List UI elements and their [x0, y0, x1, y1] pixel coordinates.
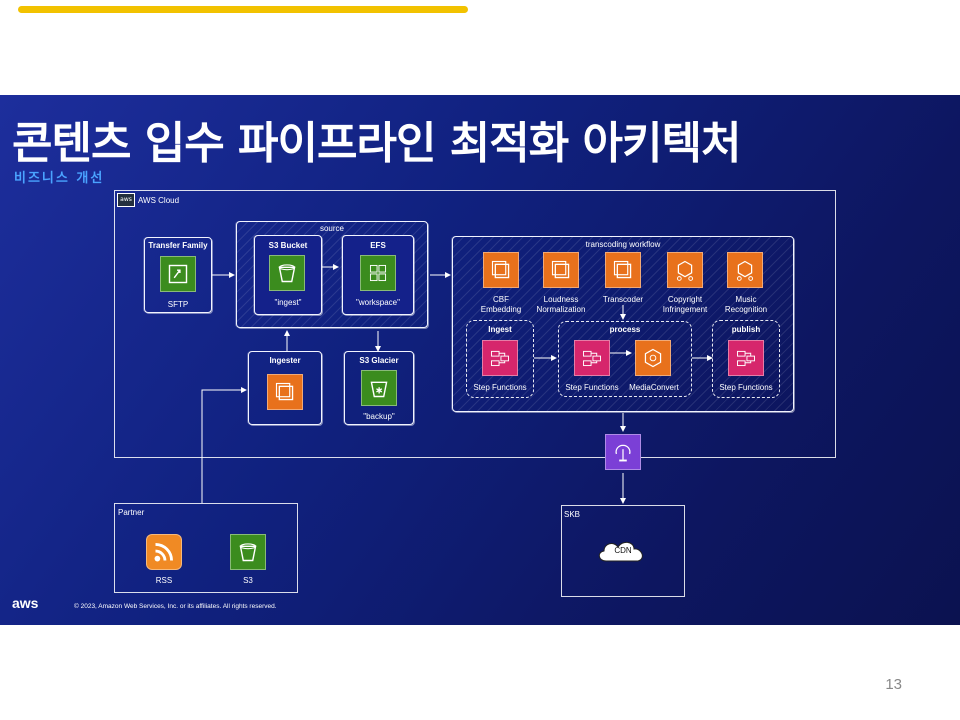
- loudness-normalization-label-2: Normalization: [536, 305, 586, 314]
- aws-logo: aws: [12, 595, 39, 611]
- transcoder-label: Transcoder: [602, 295, 644, 304]
- aws-cloud-badge: aws: [117, 193, 135, 207]
- mediaconvert-icon: [635, 340, 671, 376]
- partner-title: Partner: [118, 508, 145, 517]
- publish-group: [712, 320, 780, 398]
- process-step-functions-icon: [574, 340, 610, 376]
- mediaconvert-label: MediaConvert: [629, 383, 679, 392]
- s3-bucket-label: "ingest": [274, 298, 302, 307]
- ingester-box: [248, 351, 322, 425]
- cbf-embedding-label-1: CBF: [493, 295, 509, 304]
- efs-title: EFS: [370, 241, 386, 250]
- transcoder-icon: [605, 252, 641, 288]
- partner-s3-label: S3: [243, 576, 253, 585]
- slide-subtitle: 비즈니스 개선: [14, 171, 105, 186]
- rss-label: RSS: [155, 576, 173, 585]
- ingest-group: [466, 320, 534, 398]
- s3-bucket-title: S3 Bucket: [268, 241, 308, 250]
- transfer-family-box: [144, 237, 212, 313]
- ingester-title: Ingester: [269, 356, 301, 365]
- aws-cloud-container: [114, 190, 836, 458]
- skb-title: SKB: [564, 510, 581, 519]
- cdn-label: CDN: [614, 546, 632, 555]
- partner-box: [114, 503, 298, 593]
- slide-title: 콘텐츠 입수 파이프라인 최적화 아키텍처: [12, 118, 741, 169]
- publish-step-functions-icon: [728, 340, 764, 376]
- ingest-step-functions-label: Step Functions: [473, 383, 527, 392]
- arrow-partner-to-ingester: [201, 387, 247, 503]
- music-recognition-label-2: Recognition: [724, 305, 768, 314]
- process-group: [558, 321, 692, 397]
- efs-icon: [360, 255, 396, 291]
- music-recognition-icon: [727, 252, 763, 288]
- s3-bucket-icon: [269, 255, 305, 291]
- s3-glacier-icon: ✱: [361, 370, 397, 406]
- svg-text:✱: ✱: [375, 387, 382, 397]
- top-accent-bar: [18, 6, 468, 13]
- ingest-title: Ingest: [488, 325, 512, 334]
- connector-lines: [201, 264, 713, 504]
- s3-glacier-label: "backup": [363, 412, 395, 421]
- page-number: 13: [885, 676, 902, 693]
- copyright-infringement-label-2: Infringement: [662, 305, 708, 314]
- music-recognition-label-1: Music: [735, 295, 757, 304]
- process-step-functions-label: Step Functions: [565, 383, 619, 392]
- transcoding-workflow-label: transcoding workflow: [585, 240, 661, 249]
- aws-cloud-label: AWS Cloud: [138, 196, 180, 205]
- source-label: source: [319, 224, 344, 233]
- copyright-infringement-label-1: Copyright: [667, 295, 703, 304]
- cloudfront-endpoint-icon: [605, 434, 641, 470]
- s3-glacier-title: S3 Glacier: [359, 356, 399, 365]
- transfer-family-icon: [160, 256, 196, 292]
- ingester-compute-icon: [267, 374, 303, 410]
- ingest-step-functions-icon: [482, 340, 518, 376]
- transfer-family-label: SFTP: [167, 300, 189, 309]
- loudness-normalization-label-1: Loudness: [543, 295, 579, 304]
- efs-label: "workspace": [356, 298, 400, 307]
- skb-box: [561, 505, 685, 597]
- cbf-embedding-label-2: Embedding: [480, 305, 522, 314]
- loudness-normalization-icon: [543, 252, 579, 288]
- copyright-text: © 2023, Amazon Web Services, Inc. or its…: [74, 603, 277, 610]
- rss-icon: [146, 534, 182, 570]
- publish-step-functions-label: Step Functions: [719, 383, 773, 392]
- s3-glacier-box: [344, 351, 414, 425]
- cbf-embedding-icon: [483, 252, 519, 288]
- cdn-cloud-icon: [598, 541, 643, 562]
- publish-title: publish: [731, 325, 761, 334]
- copyright-infringement-icon: [667, 252, 703, 288]
- slide: 콘텐츠 입수 파이프라인 최적화 아키텍처 비즈니스 개선 aws AWS Cl…: [0, 95, 960, 625]
- process-title: process: [609, 325, 641, 334]
- partner-s3-icon: [230, 534, 266, 570]
- transfer-family-title: Transfer Family: [148, 241, 208, 250]
